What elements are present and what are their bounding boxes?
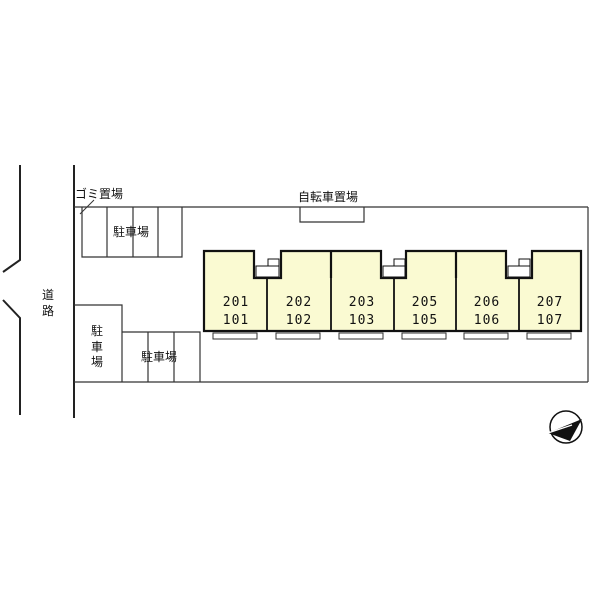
- unit-labels: 201 101 202 102 203 103 205 105 206 106 …: [223, 295, 563, 328]
- garbage-label: ゴミ置場: [75, 186, 123, 201]
- building-outline: [202, 249, 583, 333]
- parking-bottom-label: 駐車場: [141, 349, 177, 364]
- parking-side-label-2: 車: [91, 340, 103, 354]
- parking-top: [81, 207, 183, 258]
- unit-lower-4: 106: [474, 313, 500, 328]
- apartment-building: [202, 249, 583, 340]
- north-arrow-icon: [547, 410, 583, 444]
- bicycle-label: 自転車置場: [298, 190, 358, 204]
- road-edge-lower-left: [2, 299, 21, 415]
- unit-upper-5: 207: [537, 295, 563, 310]
- unit-upper-1: 202: [286, 295, 312, 310]
- unit-lower-3: 105: [412, 313, 438, 328]
- unit-lower-0: 101: [223, 313, 249, 328]
- site-boundary: [74, 206, 589, 383]
- balconies: [212, 332, 572, 340]
- parking-bottom: [122, 331, 201, 382]
- parking-side-label-1: 駐: [91, 323, 103, 338]
- parking-top-label: 駐車場: [113, 224, 149, 239]
- unit-upper-2: 203: [349, 295, 375, 310]
- unit-upper-4: 206: [474, 295, 500, 310]
- unit-lower-2: 103: [349, 313, 375, 328]
- road-edge-upper-left: [2, 165, 21, 273]
- road-edges: [2, 165, 75, 418]
- bicycle-parking: [299, 207, 365, 223]
- unit-upper-0: 201: [223, 295, 249, 310]
- parking-side: [74, 304, 123, 382]
- unit-lower-5: 107: [537, 313, 563, 328]
- unit-dividers: [266, 251, 520, 331]
- road-label-2: 路: [42, 303, 54, 318]
- stair-boxes: [255, 258, 531, 278]
- road-label-1: 道: [42, 288, 54, 302]
- unit-lower-1: 102: [286, 313, 312, 328]
- parking-side-label-3: 場: [91, 355, 103, 369]
- unit-upper-3: 205: [412, 295, 438, 310]
